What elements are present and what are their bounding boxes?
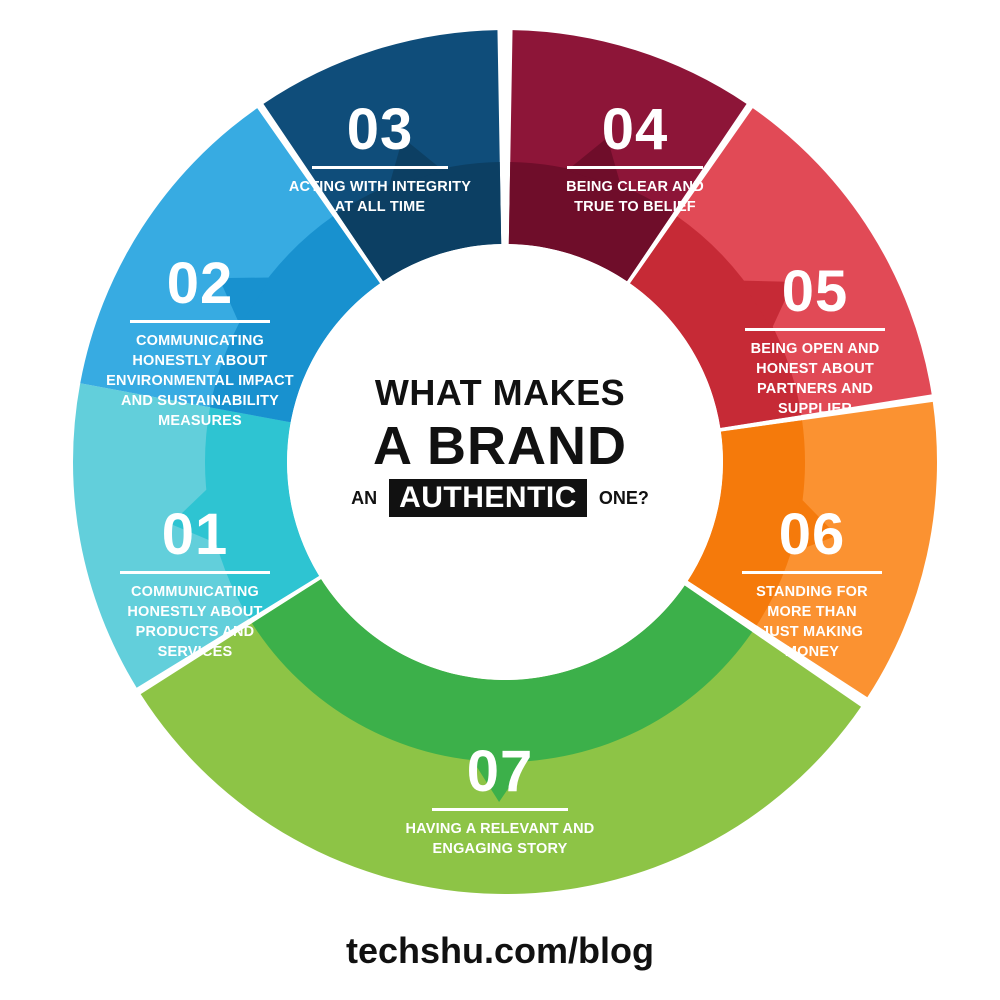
segment-01: 01 COMMUNICATING HONESTLY ABOUT PRODUCTS…: [95, 505, 295, 662]
segment-divider: [745, 328, 885, 331]
segment-number: 05: [781, 259, 849, 324]
segment-07: 07 HAVING A RELEVANT AND ENGAGING STORY: [370, 742, 630, 859]
segment-label: ACTING WITH INTEGRITY AT ALL TIME: [288, 179, 472, 215]
segment-04-shape: [508, 30, 747, 282]
segment-inner-band: [508, 162, 673, 282]
segment-inner-band: [205, 407, 320, 619]
segment-05: 05 BEING OPEN AND HONEST ABOUT PARTNERS …: [715, 262, 915, 419]
title-line-3-prefix: AN: [351, 488, 378, 508]
segment-divider: [120, 571, 270, 574]
title-line-3-suffix: ONE?: [598, 488, 649, 508]
segment-label: COMMUNICATING HONESTLY ABOUT ENVIRONMENT…: [106, 333, 294, 429]
center-circle: [287, 244, 723, 680]
segment-pointer: [566, 137, 622, 188]
segment-divider: [130, 320, 270, 323]
segment-inner-band: [630, 216, 802, 428]
segment-divider: [567, 166, 703, 169]
segment-01-shape: [73, 383, 320, 688]
segment-04: 04 BEING CLEAR AND TRUE TO BELIEF: [535, 100, 735, 217]
segment-inner-band: [210, 216, 380, 423]
segment-06-shape: [687, 401, 937, 698]
segment-label: BEING CLEAR AND TRUE TO BELIEF: [566, 179, 704, 215]
segment-03: 03 ACTING WITH INTEGRITY AT ALL TIME: [280, 100, 480, 217]
segment-06: 06 STANDING FOR MORE THAN JUST MAKING MO…: [712, 505, 912, 662]
title-line-3: AN AUTHENTIC ONE?: [300, 478, 700, 518]
title-line-2: A BRAND: [373, 416, 627, 476]
segment-pointer: [741, 280, 794, 330]
segment-number: 03: [346, 97, 414, 162]
segment-label: COMMUNICATING HONESTLY ABOUT PRODUCTS AN…: [127, 584, 263, 660]
segment-pointer: [388, 137, 444, 188]
segment-07-shape: [140, 579, 862, 895]
segment-02-shape: [80, 108, 380, 423]
segment-number: 02: [166, 251, 234, 316]
segment-pointer: [788, 498, 837, 555]
segment-inner-band: [251, 579, 753, 762]
segment-number: 07: [466, 739, 534, 804]
center-title: WHAT MAKES A BRAND AN AUTHENTIC ONE?: [300, 372, 700, 518]
title-line-1: WHAT MAKES: [374, 372, 626, 413]
segment-number: 01: [161, 502, 229, 567]
segment-02: 02 COMMUNICATING HONESTLY ABOUT ENVIRONM…: [85, 254, 315, 431]
segment-05-shape: [630, 108, 932, 428]
segment-divider: [432, 808, 568, 811]
segment-label: STANDING FOR MORE THAN JUST MAKING MONEY: [756, 584, 868, 660]
segment-number: 04: [601, 97, 669, 162]
segment-divider: [742, 571, 882, 574]
segment-label: BEING OPEN AND HONEST ABOUT PARTNERS AND…: [750, 341, 880, 417]
segment-number: 06: [778, 502, 846, 567]
segment-pointer: [471, 758, 529, 802]
segment-divider: [312, 166, 448, 169]
segment-03-shape: [263, 30, 502, 282]
segment-inner-band: [687, 420, 805, 626]
segment-inner-band: [337, 162, 502, 282]
footer-url: techshu.com/blog: [345, 930, 655, 971]
segment-pointer: [170, 487, 219, 545]
title-highlight: AUTHENTIC: [389, 479, 587, 517]
segment-label: HAVING A RELEVANT AND ENGAGING STORY: [405, 821, 595, 857]
segment-pointer: [219, 277, 271, 326]
